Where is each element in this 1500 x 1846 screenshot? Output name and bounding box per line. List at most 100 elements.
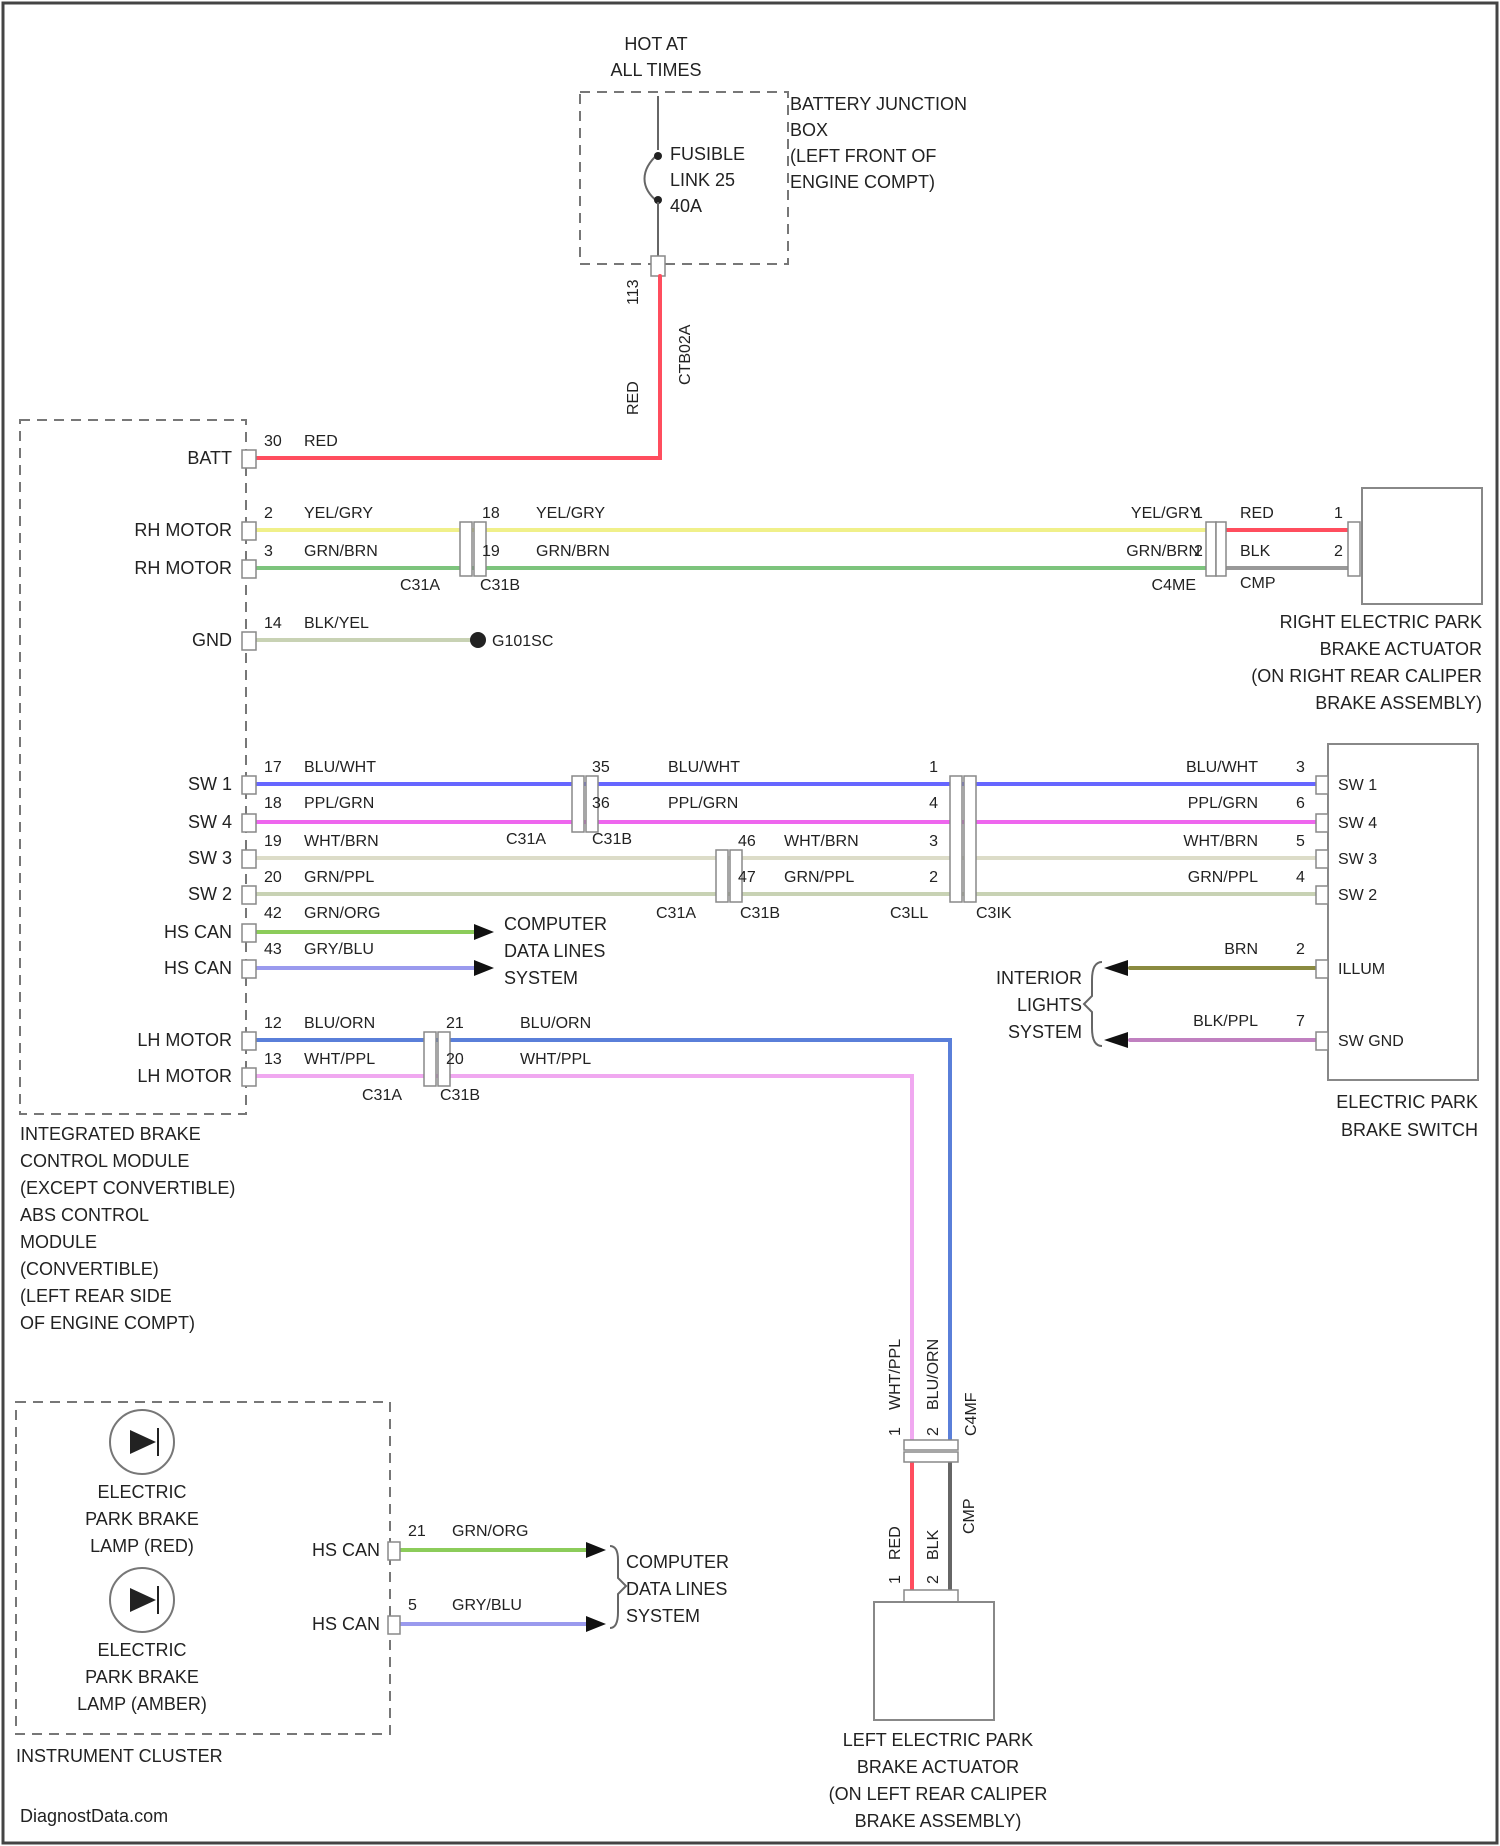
- interior-lights-3: SYSTEM: [1008, 1022, 1082, 1042]
- connector-c4me: C4ME: [1152, 577, 1196, 594]
- interior-lights-2: LIGHTS: [1017, 995, 1082, 1015]
- switch-term-sw3: [1316, 850, 1328, 868]
- mid-color-sw4: PPL/GRN: [668, 795, 738, 812]
- rh-pin-1: 1: [1194, 505, 1203, 522]
- mid2-pin-sw2: 2: [929, 869, 938, 886]
- switch-term-sw2: [1316, 886, 1328, 904]
- ibcm-pin-sw3: 19: [264, 833, 282, 850]
- cdl-ibcm-3: SYSTEM: [504, 968, 578, 988]
- mid-color-rh-motor-1: YEL/GRY: [536, 505, 605, 522]
- switch-name-1: ELECTRIC PARK: [1336, 1092, 1478, 1112]
- ibcm-color-rh-motor-1: YEL/GRY: [304, 505, 373, 522]
- c4mf-body: [1206, 522, 1216, 576]
- ibcm-terminal-lh-motor-1-box: [242, 1032, 256, 1050]
- cluster-label-hs-can-1: HS CAN: [312, 1540, 380, 1560]
- ibcm-pin-hs-can-1: 42: [264, 905, 282, 922]
- mid-color-sw1: BLU/WHT: [668, 759, 740, 776]
- switch-term-sw-gnd: [1316, 1032, 1328, 1050]
- c31a-sw-body: [572, 776, 584, 832]
- switch-pin-sw-gnd: SW GND: [1338, 1033, 1404, 1050]
- ibcm-terminal-batt-box: [242, 450, 256, 468]
- mid-color-sw3: WHT/BRN: [784, 833, 859, 850]
- rh-pin-2: 2: [1194, 543, 1203, 560]
- ibcm-pin-sw1: 17: [264, 759, 282, 776]
- cdl-cluster-3: SYSTEM: [626, 1606, 700, 1626]
- cluster-term-hs-can-2: [388, 1616, 400, 1634]
- ibcm-name-7: (LEFT REAR SIDE: [20, 1286, 172, 1306]
- ibcm-pin-sw4: 18: [264, 795, 282, 812]
- cluster-pin-hs-can-1: 21: [408, 1523, 426, 1540]
- ibcm-label-sw2: SW 2: [188, 884, 232, 904]
- ibcm-label-lh-motor-2: LH MOTOR: [137, 1066, 232, 1086]
- rh-color-1: YEL/GRY: [1131, 505, 1200, 522]
- ground-point-icon: [470, 632, 486, 648]
- fuse-label-3: 40A: [670, 196, 702, 216]
- lh-act-color-1: RED: [887, 1526, 904, 1560]
- rh-actuator-name-4: BRAKE ASSEMBLY): [1315, 693, 1482, 713]
- ibcm-color-gnd: BLK/YEL: [304, 615, 369, 632]
- fuse-label-2: LINK 25: [670, 170, 735, 190]
- ibcm-name-3: (EXCEPT CONVERTIBLE): [20, 1178, 235, 1198]
- rh-actuator-connector: [1348, 522, 1360, 576]
- cdl-ibcm-2: DATA LINES: [504, 941, 605, 961]
- c31a-rh-body: [460, 522, 472, 576]
- fuse-label-1: FUSIBLE: [670, 144, 745, 164]
- rh-actuator-box: [1362, 488, 1482, 604]
- mid-color-sw2: GRN/PPL: [784, 869, 854, 886]
- sw-color-sw-gnd: BLK/PPL: [1193, 1013, 1258, 1030]
- ibcm-name-6: (CONVERTIBLE): [20, 1259, 159, 1279]
- mid2-pin-sw4: 4: [929, 795, 938, 812]
- connector-c31a-rh: C31A: [400, 577, 440, 594]
- ibcm-color-sw3: WHT/BRN: [304, 833, 379, 850]
- lamp-red-label-3: LAMP (RED): [90, 1536, 194, 1556]
- lh-actuator-box: [874, 1602, 994, 1720]
- ibcm-pin-lh-motor-2: 13: [264, 1051, 282, 1068]
- mid-pin-lh-motor-2: 20: [446, 1051, 464, 1068]
- ibcm-color-sw2: GRN/PPL: [304, 869, 374, 886]
- battery-jb-pin: 113: [625, 279, 642, 305]
- ibcm-pin-lh-motor-1: 12: [264, 1015, 282, 1032]
- lh-wire-color-2: BLU/ORN: [925, 1339, 942, 1410]
- ibcm-color-sw4: PPL/GRN: [304, 795, 374, 812]
- lh-act-pin-2: 2: [925, 1575, 942, 1584]
- rh-color-2: GRN/BRN: [1126, 543, 1200, 560]
- ibcm-pin-rh-motor-2: 3: [264, 543, 273, 560]
- connector-c31a-sw-lower: C31A: [656, 905, 696, 922]
- c4me-body: [1216, 522, 1226, 576]
- ground-id: G101SC: [492, 633, 553, 650]
- rh-actuator-name-2: BRAKE ACTUATOR: [1320, 639, 1482, 659]
- ibcm-pin-sw2: 20: [264, 869, 282, 886]
- sw-spin-sw1: 3: [1296, 759, 1305, 776]
- ibcm-pin-gnd: 14: [264, 615, 282, 632]
- ibcm-label-gnd: GND: [192, 630, 232, 650]
- connector-c31a-sw: C31A: [506, 831, 546, 848]
- battery-circuit-id: CTB02A: [677, 324, 694, 385]
- lh-connector-body-1: [904, 1440, 958, 1450]
- mid2-pin-sw3: 3: [929, 833, 938, 850]
- cdl-cluster-2: DATA LINES: [626, 1579, 727, 1599]
- lh-act-color-2: BLK: [925, 1529, 942, 1560]
- lh-actuator-name-1: LEFT ELECTRIC PARK: [843, 1730, 1033, 1750]
- interior-lights-1: INTERIOR: [996, 968, 1082, 988]
- mid-color-rh-motor-2: GRN/BRN: [536, 543, 610, 560]
- ibcm-label-hs-can-1: HS CAN: [164, 922, 232, 942]
- ibcm-label-sw3: SW 3: [188, 848, 232, 868]
- cluster-color-hs-can-1: GRN/ORG: [452, 1523, 528, 1540]
- sw-color-sw4: PPL/GRN: [1188, 795, 1258, 812]
- c3ll-body: [950, 776, 962, 902]
- c31a-lh-body: [424, 1032, 436, 1086]
- ibcm-color-batt: RED: [304, 433, 338, 450]
- switch-pin-sw4: SW 4: [1338, 815, 1377, 832]
- connector-c3ik: C3IK: [976, 905, 1012, 922]
- sw-color-illum: BRN: [1224, 941, 1258, 958]
- ibcm-terminal-hs-can-1-box: [242, 924, 256, 942]
- switch-term-illum: [1316, 960, 1328, 978]
- connector-c31b-rh: C31B: [480, 577, 520, 594]
- cluster-term-hs-can-1: [388, 1542, 400, 1560]
- connector-c31b-lh: C31B: [440, 1087, 480, 1104]
- rh-actuator-name-3: (ON RIGHT REAR CALIPER: [1251, 666, 1482, 686]
- lh-actuator-name-4: BRAKE ASSEMBLY): [855, 1811, 1022, 1831]
- ibcm-color-lh-motor-2: WHT/PPL: [304, 1051, 375, 1068]
- battery-wire-color: RED: [625, 381, 642, 415]
